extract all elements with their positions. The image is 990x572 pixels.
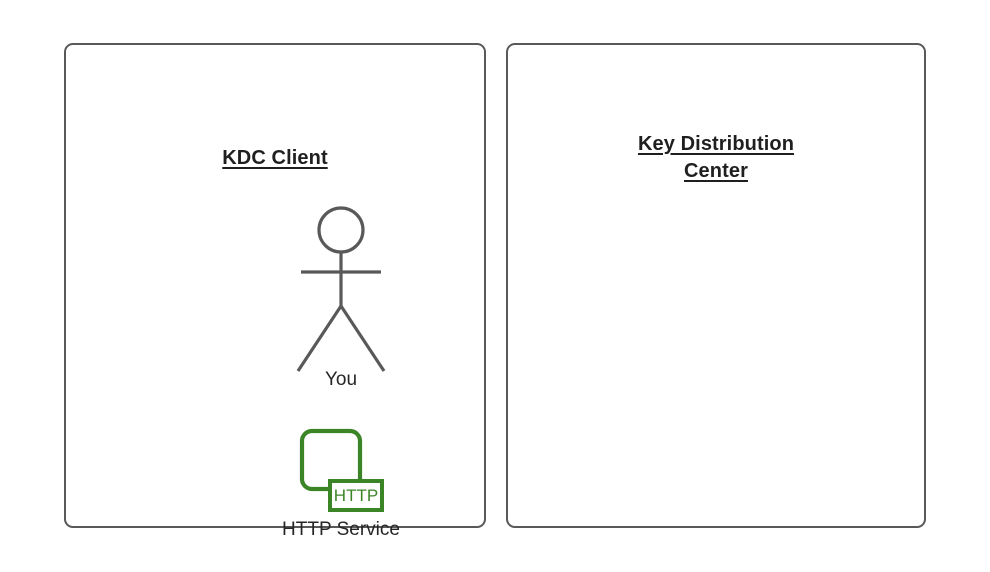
kdc-title-line-1: Key Distribution xyxy=(637,133,795,155)
http-service-label: HTTP Service xyxy=(282,519,400,540)
key-distribution-center-panel[interactable]: Key Distribution Center Authentication S… xyxy=(506,43,926,528)
http-service-icon: HTTP xyxy=(299,428,384,512)
you-label: You xyxy=(324,369,358,390)
key-distribution-center-title: Key Distribution Center xyxy=(508,131,924,185)
kdc-client-title-text: KDC Client xyxy=(222,147,328,169)
kdc-title-line-2: Center xyxy=(684,160,748,182)
http-badge-text: HTTP xyxy=(334,486,378,505)
stick-figure-icon xyxy=(296,206,386,372)
kdc-client-title: KDC Client xyxy=(66,145,484,172)
http-badge-frame xyxy=(328,479,384,512)
kdc-client-panel[interactable]: KDC Client You HTTP HTTP Service xyxy=(64,43,486,540)
